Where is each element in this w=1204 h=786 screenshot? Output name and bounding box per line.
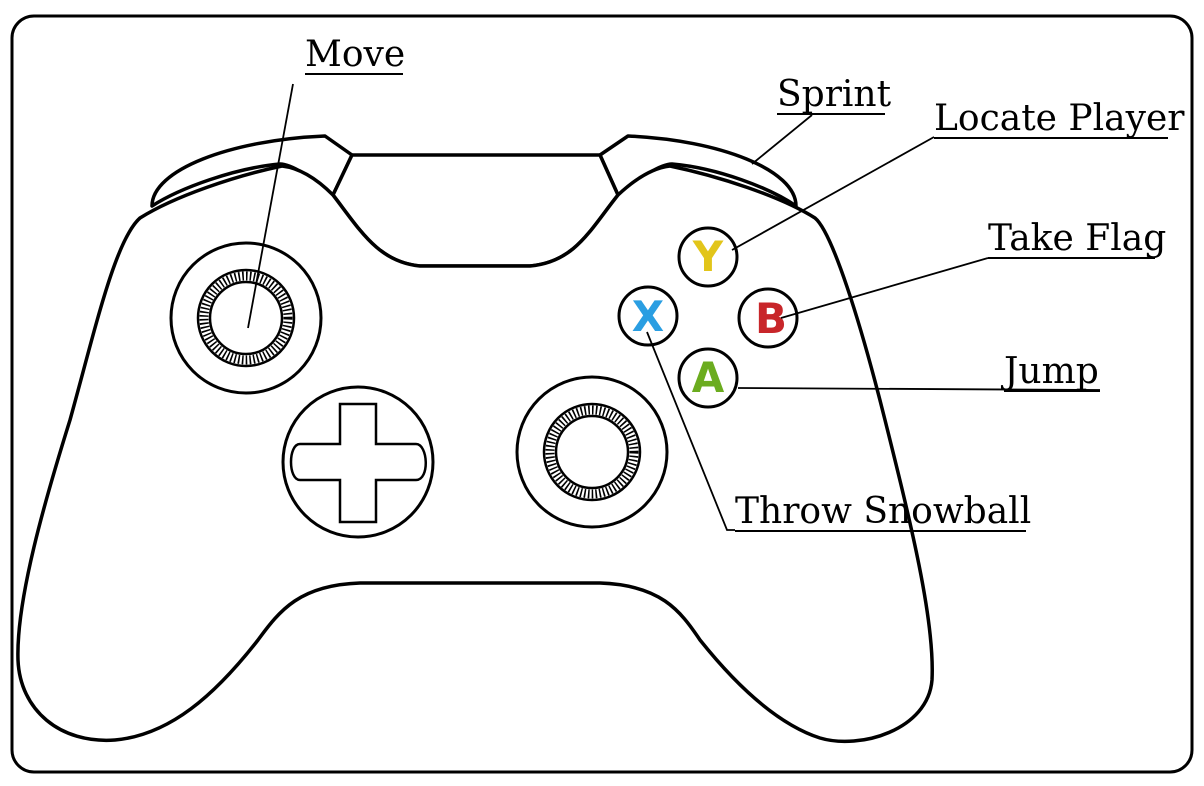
- label-throw-snowball: Throw Snowball: [735, 491, 1031, 532]
- leader-throw-snowball: [646, 331, 735, 531]
- leader-jump: [737, 387, 1101, 391]
- label-jump: Jump: [1000, 351, 1099, 392]
- leader-lines: [247, 83, 1101, 531]
- face-button-y-letter: Y: [692, 232, 724, 281]
- leader-take-flag: [780, 257, 989, 319]
- face-button-a-letter: A: [692, 353, 725, 402]
- face-button-a: A: [677, 347, 739, 409]
- face-button-y: Y: [677, 226, 739, 288]
- left-thumbstick: [169, 241, 323, 395]
- dpad: [281, 385, 435, 539]
- leader-locate-player: [731, 136, 935, 251]
- label-take-flag: Take Flag: [988, 218, 1166, 259]
- face-button-b: B: [737, 287, 799, 349]
- label-sprint: Sprint: [777, 74, 892, 115]
- leader-move: [247, 83, 294, 329]
- labels: Move Sprint Locate Player Take Flag Jump…: [305, 34, 1185, 532]
- label-locate-player: Locate Player: [934, 98, 1185, 139]
- right-thumbstick: [515, 375, 669, 529]
- label-move: Move: [305, 34, 405, 75]
- leader-sprint: [751, 114, 813, 165]
